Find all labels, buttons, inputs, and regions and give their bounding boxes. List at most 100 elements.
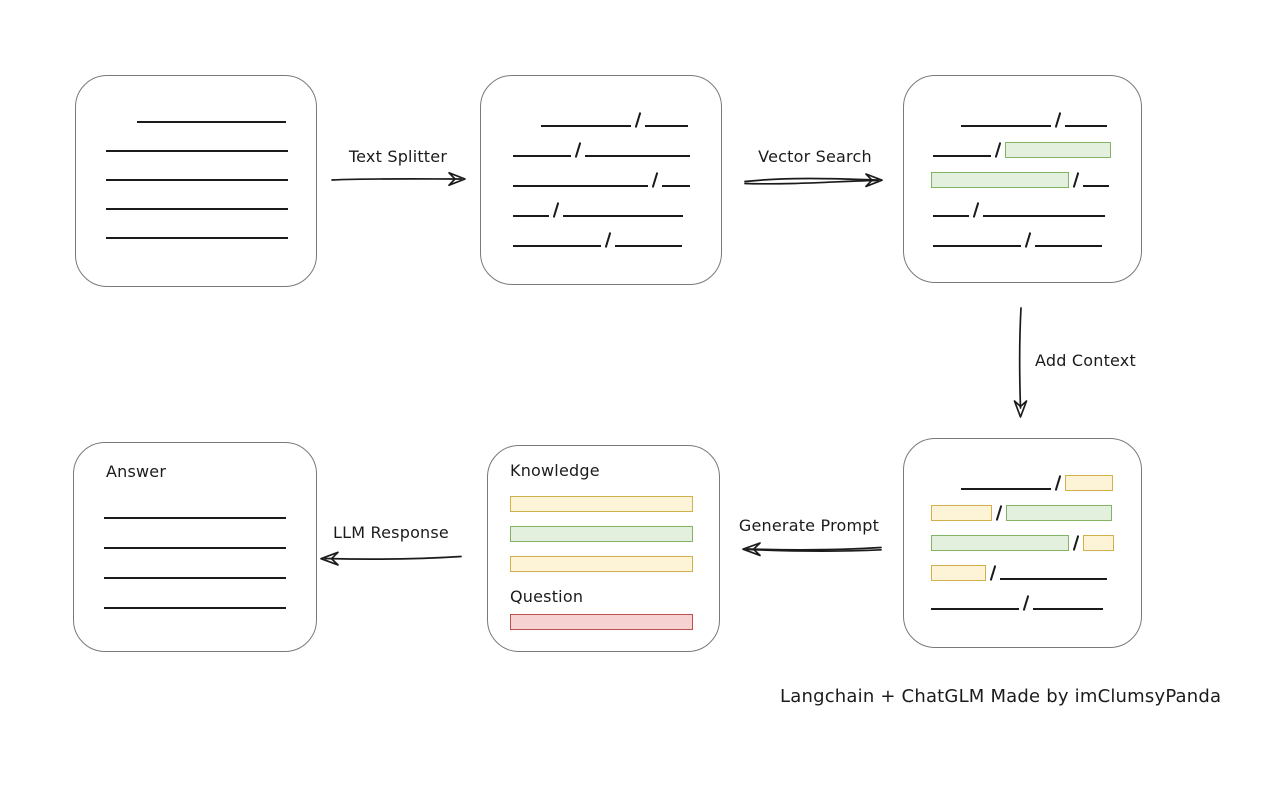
text-line [541, 125, 631, 127]
chunk-row [510, 614, 693, 630]
chunk-row [510, 556, 693, 572]
text-line [933, 245, 1021, 247]
answer-label: Answer [106, 462, 167, 481]
chunk-row [541, 112, 721, 128]
prompt-node: Knowledge Question [487, 445, 720, 652]
llm-response-arrow [320, 551, 462, 566]
text-line [104, 577, 286, 579]
chunk-row [510, 496, 693, 512]
question-label: Question [510, 587, 584, 606]
vector-search-label: Vector Search [758, 147, 872, 166]
question-bar [510, 614, 693, 630]
yellow-highlight-bar [1065, 475, 1114, 491]
text-line [1033, 608, 1104, 610]
chunk-row [513, 202, 721, 218]
chunk-row [961, 475, 1141, 491]
green-highlight-bar [1006, 505, 1113, 521]
chunk-row [931, 565, 1141, 581]
text-line [645, 125, 689, 127]
slash-separator [1072, 172, 1080, 188]
text-line [1083, 185, 1110, 187]
text-line [106, 237, 288, 239]
text-line [104, 547, 286, 549]
chunk-row [104, 504, 316, 520]
slash-separator [995, 505, 1003, 521]
text-line [513, 215, 549, 217]
search-result-lines [904, 76, 1141, 248]
text-line [933, 155, 991, 157]
text-line [983, 215, 1106, 217]
slash-separator [552, 202, 560, 218]
text-line [104, 517, 286, 519]
yellow-highlight-bar [510, 556, 693, 572]
text-line [106, 150, 288, 152]
vector-search-arrow [744, 173, 883, 188]
text-line [513, 185, 648, 187]
green-highlight-bar [931, 172, 1069, 188]
chunk-row [104, 534, 316, 550]
slash-separator [1024, 232, 1032, 248]
chunk-row [513, 172, 721, 188]
chunk-row [933, 232, 1141, 248]
chunk-row [931, 505, 1141, 521]
text-line [585, 155, 691, 157]
slash-separator [994, 142, 1002, 158]
add-context-label: Add Context [1035, 351, 1136, 370]
knowledge-label: Knowledge [510, 461, 600, 480]
chunk-row [931, 595, 1141, 611]
generate-prompt-arrow [742, 542, 882, 557]
add-context-arrow [1013, 307, 1028, 418]
chunk-row [104, 564, 316, 580]
document-lines [76, 76, 316, 240]
chunk-row [106, 224, 316, 240]
llm-response-label: LLM Response [333, 523, 449, 542]
knowledge-bars [510, 496, 693, 572]
text-line [106, 208, 288, 210]
text-line [104, 607, 286, 609]
text-line [106, 179, 288, 181]
text-line [513, 245, 601, 247]
credit-caption: Langchain + ChatGLM Made by imClumsyPand… [780, 686, 1222, 707]
chunk-row [513, 232, 721, 248]
text-line [1035, 245, 1103, 247]
yellow-highlight-bar [1083, 535, 1115, 551]
chunk-row [513, 142, 721, 158]
slash-separator [1072, 535, 1080, 551]
document-node [75, 75, 317, 287]
generate-prompt-label: Generate Prompt [738, 516, 880, 535]
text-line [662, 185, 691, 187]
text-line [513, 155, 571, 157]
chunk-row [933, 142, 1141, 158]
slash-separator [989, 565, 997, 581]
slash-separator [651, 172, 659, 188]
text-line [931, 608, 1019, 610]
green-highlight-bar [1005, 142, 1112, 158]
chunk-row [106, 195, 316, 211]
green-highlight-bar [931, 535, 1069, 551]
text-line [1000, 578, 1108, 580]
chunk-row [104, 594, 316, 610]
slash-separator [1054, 112, 1062, 128]
text-line [933, 215, 969, 217]
yellow-highlight-bar [931, 505, 992, 521]
text-line [563, 215, 684, 217]
slash-separator [604, 232, 612, 248]
answer-node: Answer [73, 442, 317, 652]
slash-separator [634, 112, 642, 128]
chunk-row [106, 166, 316, 182]
chunk-row [933, 202, 1141, 218]
yellow-highlight-bar [931, 565, 986, 581]
split-chunk-lines [481, 76, 721, 248]
chunk-row [106, 137, 316, 153]
text-line [961, 488, 1051, 490]
slash-separator [574, 142, 582, 158]
slash-separator [972, 202, 980, 218]
yellow-highlight-bar [510, 496, 693, 512]
text-splitter-arrow [331, 171, 466, 187]
slash-separator [1022, 595, 1030, 611]
answer-lines [104, 504, 316, 610]
search-results-node [903, 75, 1142, 283]
chunk-row [510, 526, 693, 542]
slash-separator [1054, 475, 1062, 491]
